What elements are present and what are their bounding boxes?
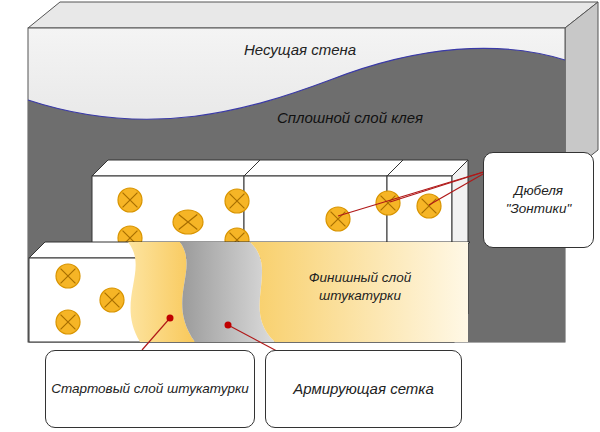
- dowel-cross: [230, 194, 245, 209]
- dowel-cross: [422, 199, 437, 214]
- dowel-cap: [100, 288, 124, 312]
- finish-plaster: [250, 242, 468, 342]
- node-label: Стартовый слой штукатурки: [51, 380, 249, 398]
- dowel-symbol: [173, 210, 203, 234]
- leader-dot: [167, 315, 174, 322]
- dowel-symbol: [56, 310, 80, 334]
- dowel-cross: [179, 215, 198, 230]
- dowel-cap: [118, 188, 142, 212]
- dowel-cross: [61, 315, 76, 330]
- dowel-cap: [326, 207, 350, 231]
- board-top: [92, 160, 260, 176]
- dowel-symbol: [56, 264, 80, 288]
- dowel-cross: [61, 269, 76, 284]
- node-label: Армирующая сетка: [293, 379, 433, 399]
- leader-dots: [167, 167, 494, 362]
- wall-top: [28, 2, 598, 28]
- leader-line: [142, 318, 170, 350]
- leader-line: [429, 170, 490, 205]
- glue-label-area: Сплошной слой клея: [262, 102, 438, 134]
- leader-dot: [225, 322, 232, 329]
- dowel-symbol: [225, 189, 249, 213]
- callout-box: Дюбеля "Зонтики": [483, 152, 594, 248]
- dowel-symbol: [100, 288, 124, 312]
- dowel-symbol: [118, 188, 142, 212]
- insulation-boards: [29, 242, 470, 342]
- leader-lines: [142, 170, 490, 358]
- dowel-cross: [105, 293, 120, 308]
- leader-line: [338, 170, 490, 216]
- dowel-symbol: [326, 207, 350, 231]
- wall-label-area: Несущая стена: [200, 34, 400, 66]
- callout-box: Армирующая сетка: [265, 350, 462, 428]
- dowel-cross: [123, 193, 138, 208]
- callout-box: Стартовый слой штукатурки: [45, 350, 255, 428]
- dowel-group: [56, 264, 124, 334]
- dowel-cap: [56, 264, 80, 288]
- dowel-cap: [417, 194, 441, 218]
- dowel-symbol: [417, 194, 441, 218]
- board-top: [244, 160, 403, 176]
- dowel-cap: [225, 189, 249, 213]
- glue-edge: [28, 48, 565, 119]
- dowel-cross: [331, 212, 346, 227]
- node-label: Сплошной слой клея: [277, 108, 423, 128]
- wall-side: [565, 2, 598, 176]
- node-label: Дюбеля "Зонтики": [484, 182, 593, 217]
- node-label: Несущая стена: [244, 40, 356, 60]
- finish-label-area: Финишный слой штукатурки: [285, 262, 435, 312]
- dowel-cap: [56, 310, 80, 334]
- dowel-cap: [173, 210, 203, 234]
- node-label: Финишный слой штукатурки: [285, 269, 435, 304]
